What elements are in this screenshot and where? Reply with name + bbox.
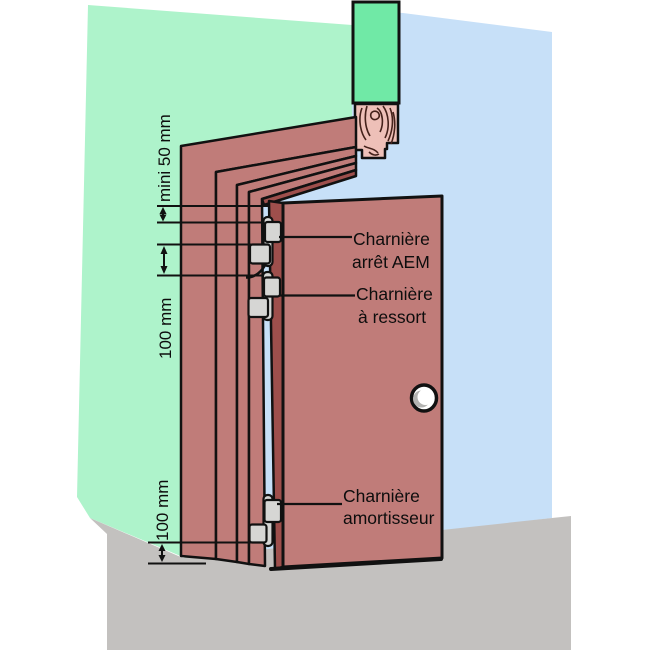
hinge-labels: Charnière arrêt AEM Charnière à ressort … [343,229,435,528]
aem-arm [245,262,268,279]
dim-label-bottom: 100 mm [153,480,172,541]
wood-grain-lines [359,105,396,156]
dim-label-middle: 100 mm [156,298,175,359]
hinges [245,215,283,548]
hinge-spring-label-line2: à ressort [358,307,426,327]
floor [90,516,571,650]
leader-lines [277,235,355,506]
left-wall [77,5,352,560]
hinge-spring [247,270,282,322]
frame-head-wood-section [353,102,400,160]
hinge-damper-label-line1: Charnière [343,486,420,506]
hinge-damper-label-line2: amortisseur [343,508,435,528]
hinge-spring-label-line1: Charnière [356,284,433,304]
door-knob [409,383,439,413]
dimension-lines [148,205,268,565]
hinge-aem-label-line2: arrêt AEM [352,252,430,272]
wall-stud [351,0,401,105]
dim-label-top: mini 50 mm [155,114,174,202]
hinge-aem-label-line1: Charnière [353,229,430,249]
door [267,194,444,571]
door-bottom-edge [269,557,443,571]
hinge-damper [248,493,283,548]
hinge-aem-stop [245,215,283,279]
frame-head-underside [260,168,358,207]
